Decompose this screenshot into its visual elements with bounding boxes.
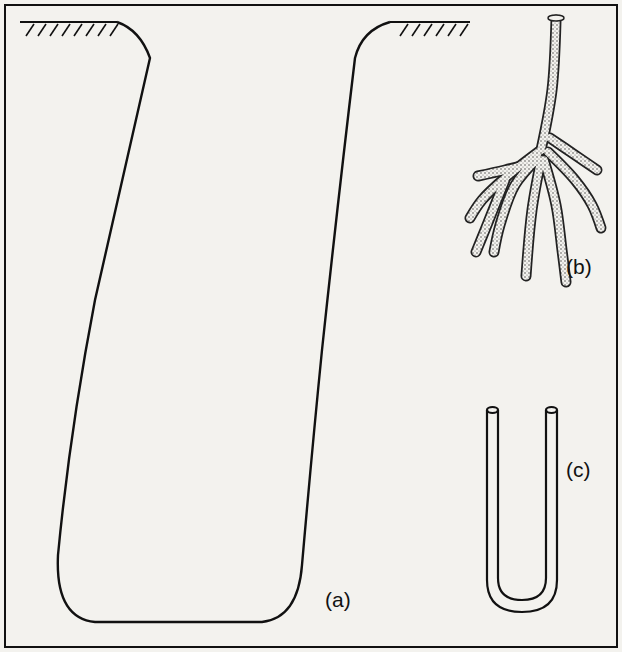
ground-hatching bbox=[26, 24, 468, 36]
figure-frame bbox=[5, 5, 617, 647]
figure-label: (a) bbox=[325, 588, 351, 611]
u-shaped-burrow bbox=[487, 407, 557, 612]
burrow-opening bbox=[548, 15, 564, 21]
vertical-burrow bbox=[58, 22, 390, 622]
branching-burrow bbox=[470, 20, 601, 282]
figure-label: (b) bbox=[566, 255, 592, 278]
ground-surface bbox=[20, 21, 470, 23]
figure-label: (c) bbox=[566, 458, 591, 481]
